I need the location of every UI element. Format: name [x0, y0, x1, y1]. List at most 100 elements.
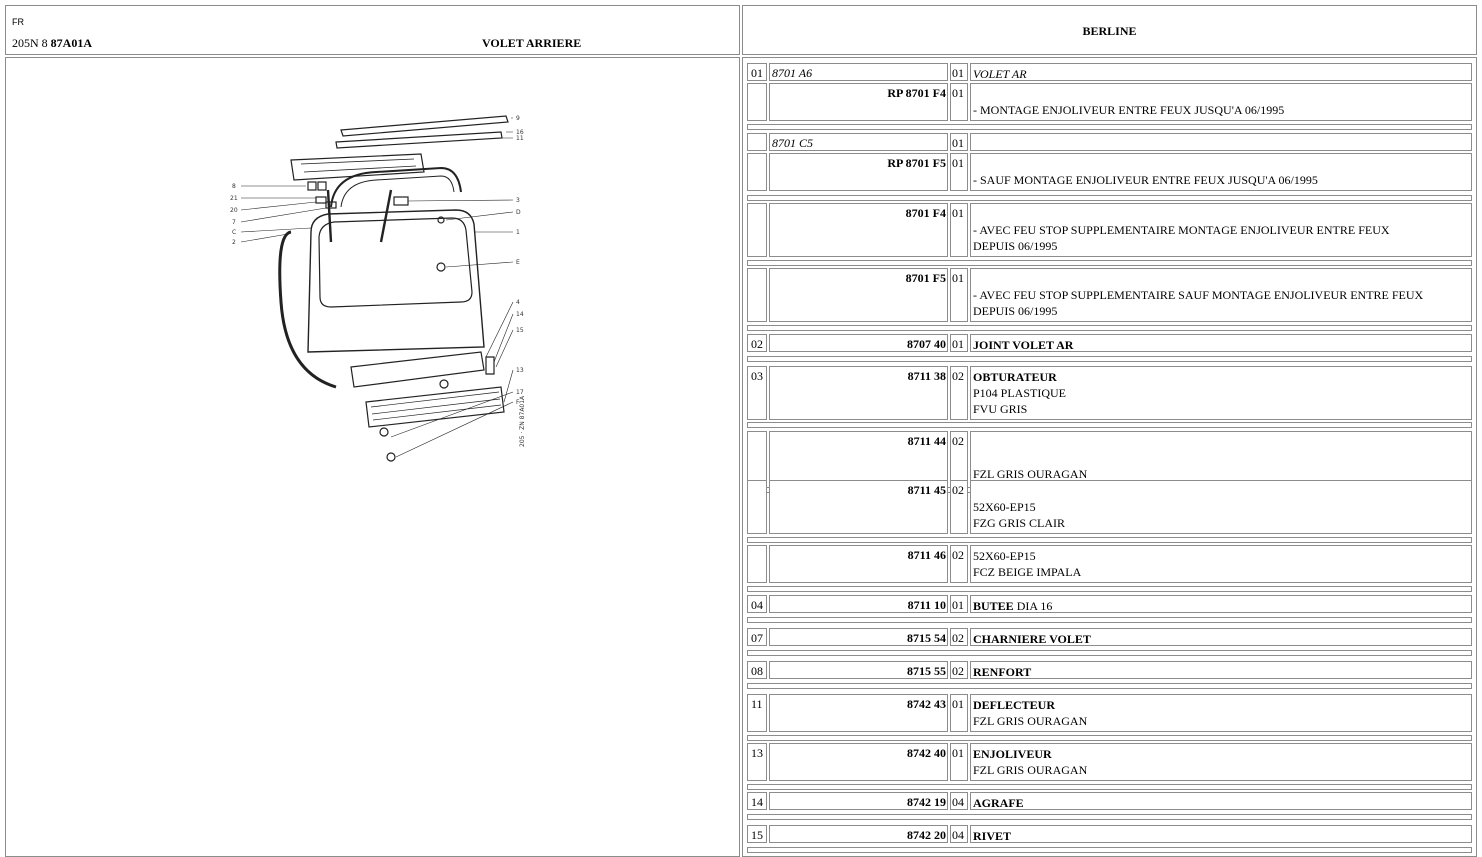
part-description	[970, 133, 1472, 151]
desc-line: FZL GRIS OURAGAN	[973, 763, 1088, 777]
part-reference[interactable]: 8742 20	[769, 825, 948, 843]
spoiler-bar	[290, 153, 425, 181]
seal	[278, 230, 337, 389]
table-row[interactable]: RP 8701 F4 01 - MONTAGE ENJOLIVEUR ENTRE…	[747, 83, 1472, 121]
diagram-panel: 9 16 11 3 D 1 E 4 14 15 13 17 F 8 21 20 …	[5, 57, 740, 857]
row-separator	[747, 422, 1472, 428]
part-reference[interactable]: 8711 10	[769, 595, 948, 613]
part-reference[interactable]: 8707 40	[769, 334, 948, 352]
table-row[interactable]: 08 8715 55 02 RENFORT	[747, 661, 1472, 679]
row-separator	[747, 124, 1472, 130]
part-reference[interactable]: 8701 F5	[769, 268, 948, 322]
callout-D: D	[516, 209, 521, 216]
part-description: VOLET AR	[970, 63, 1472, 81]
callout-14: 14	[516, 311, 524, 318]
table-row[interactable]: 8711 44 02 FZL GRIS OURAGAN	[747, 431, 1472, 485]
part-reference[interactable]: RP 8701 F5	[769, 153, 948, 191]
quantity: 02	[950, 366, 968, 420]
table-row[interactable]: 03 8711 38 02 OBTURATEUR P104 PLASTIQUE …	[747, 366, 1472, 420]
part-description: BUTEE DIA 16	[970, 595, 1472, 613]
diagram-stamp: 205 · ZN 87A01A	[519, 395, 526, 447]
table-row[interactable]: 8701 F5 01 - AVEC FEU STOP SUPPLEMENTAIR…	[747, 268, 1472, 322]
table-row[interactable]: 14 8742 19 04 AGRAFE	[747, 792, 1472, 810]
desc-line: FZL GRIS OURAGAN	[973, 467, 1088, 481]
part-reference[interactable]: RP 8701 F4	[769, 83, 948, 121]
header-right: BERLINE	[742, 5, 1477, 55]
table-row[interactable]: 01 8701 A6 01 VOLET AR	[747, 63, 1472, 81]
top-strip-1	[340, 115, 509, 137]
desc-line: FCZ BEIGE IMPALA	[973, 565, 1082, 579]
desc-line: P104 PLASTIQUE	[973, 386, 1067, 400]
item-index: 01	[747, 63, 767, 81]
quantity: 01	[950, 63, 968, 81]
part-description: DEFLECTEUR FZL GRIS OURAGAN	[970, 694, 1472, 732]
part-description: AGRAFE	[970, 792, 1472, 810]
quantity: 01	[950, 743, 968, 781]
item-index	[747, 203, 767, 257]
exploded-view-diagram[interactable]: 9 16 11 3 D 1 E 4 14 15 13 17 F 8 21 20 …	[216, 102, 546, 482]
row-separator	[747, 683, 1472, 689]
table-row[interactable]: 13 8742 40 01 ENJOLIVEUR FZL GRIS OURAGA…	[747, 743, 1472, 781]
item-index	[747, 480, 767, 534]
part-reference[interactable]: 8701 F4	[769, 203, 948, 257]
desc-line: OBTURATEUR	[973, 370, 1057, 384]
part-reference[interactable]: 8715 55	[769, 661, 948, 679]
desc-keyword: BUTEE	[973, 599, 1014, 613]
table-row[interactable]: 02 8707 40 01 JOINT VOLET AR	[747, 334, 1472, 352]
desc-line	[973, 434, 1469, 450]
arch-rail	[330, 166, 462, 208]
row-separator	[747, 814, 1472, 820]
quantity: 01	[950, 595, 968, 613]
row-separator	[747, 325, 1472, 331]
table-row[interactable]: 8701 F4 01 - AVEC FEU STOP SUPPLEMENTAIR…	[747, 203, 1472, 257]
quantity: 02	[950, 661, 968, 679]
tailgate-glass	[318, 217, 473, 308]
item-index: 14	[747, 792, 767, 810]
table-row[interactable]: 8711 45 02 52X60-EP15 FZG GRIS CLAIR	[747, 480, 1472, 534]
row-separator	[747, 735, 1472, 741]
part-reference[interactable]: 8711 44	[769, 431, 948, 485]
callout-21: 21	[230, 195, 238, 202]
language-code: FR	[12, 17, 24, 27]
callout-20: 20	[230, 207, 238, 214]
item-index	[747, 133, 767, 151]
table-row[interactable]: 04 8711 10 01 BUTEE DIA 16	[747, 595, 1472, 613]
part-description: - SAUF MONTAGE ENJOLIVEUR ENTRE FEUX JUS…	[970, 153, 1472, 191]
part-reference[interactable]: 8701 C5	[769, 133, 948, 151]
callout-2: 2	[232, 239, 236, 246]
quantity: 01	[950, 83, 968, 121]
part-reference[interactable]: 8742 43	[769, 694, 948, 732]
part-reference[interactable]: 8715 54	[769, 628, 948, 646]
item-index	[747, 268, 767, 322]
item-index: 02	[747, 334, 767, 352]
row-separator	[747, 586, 1472, 592]
table-row[interactable]: 8711 46 02 52X60-EP15 FCZ BEIGE IMPALA	[747, 545, 1472, 583]
model-code: 205N 8	[12, 36, 48, 50]
callout-7: 7	[232, 219, 236, 226]
quantity: 02	[950, 628, 968, 646]
table-row[interactable]: 11 8742 43 01 DEFLECTEUR FZL GRIS OURAGA…	[747, 694, 1472, 732]
part-reference[interactable]: 8701 A6	[769, 63, 948, 81]
desc-line: FZG GRIS CLAIR	[973, 516, 1066, 530]
part-reference[interactable]: 8742 40	[769, 743, 948, 781]
part-reference[interactable]: 8742 19	[769, 792, 948, 810]
table-row[interactable]: 15 8742 20 04 RIVET	[747, 825, 1472, 843]
row-separator	[747, 617, 1472, 623]
item-index: 13	[747, 743, 767, 781]
desc-line	[973, 86, 1469, 102]
table-row[interactable]: 07 8715 54 02 CHARNIERE VOLET	[747, 628, 1472, 646]
part-reference[interactable]: 8711 45	[769, 480, 948, 534]
callout-F: F	[516, 399, 520, 406]
table-row[interactable]: 8701 C5 01	[747, 133, 1472, 151]
row-separator	[747, 537, 1472, 543]
table-row[interactable]: RP 8701 F5 01 - SAUF MONTAGE ENJOLIVEUR …	[747, 153, 1472, 191]
part-reference[interactable]: 8711 38	[769, 366, 948, 420]
item-index	[747, 545, 767, 583]
header-left: FR 205N 8 87A01A VOLET ARRIERE	[5, 5, 740, 55]
part-description: ENJOLIVEUR FZL GRIS OURAGAN	[970, 743, 1472, 781]
desc-line: - SAUF MONTAGE ENJOLIVEUR ENTRE FEUX JUS…	[973, 173, 1318, 187]
callout-3: 3	[516, 197, 520, 204]
desc-line	[973, 483, 1469, 499]
part-reference[interactable]: 8711 46	[769, 545, 948, 583]
item-index	[747, 431, 767, 485]
